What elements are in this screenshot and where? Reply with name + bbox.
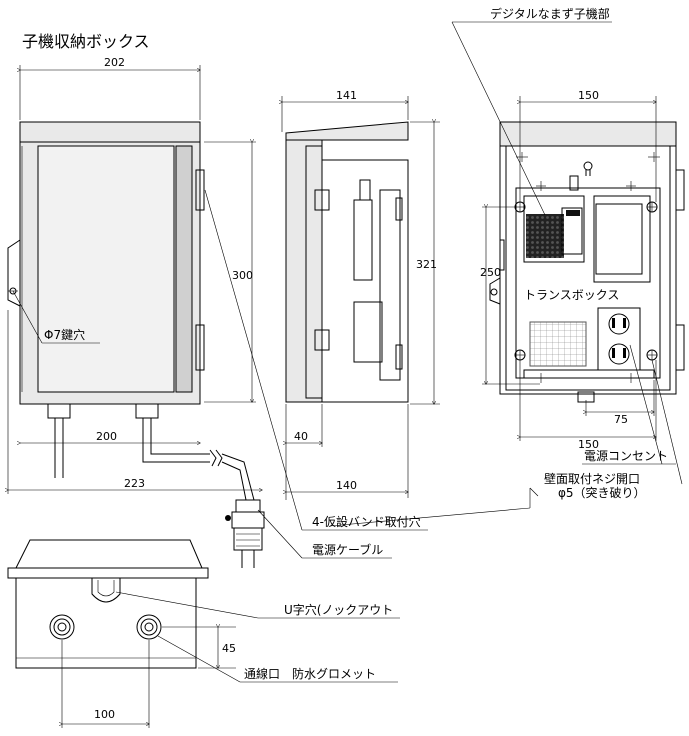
label-digital-namazu: デジタルなまず子機部 <box>490 6 610 21</box>
dim-outlet-width: 75 <box>614 413 628 426</box>
dim-side-height: 321 <box>416 258 437 271</box>
dim-rear-bottom: 150 <box>578 438 599 451</box>
bottom-view: 100 45 U字穴(ノックアウト 通線口 防水グロメット <box>7 539 400 728</box>
label-band-holes: 4-仮設バンド取付穴 <box>312 514 421 529</box>
dim-front-inner: 200 <box>96 430 117 443</box>
label-outlet: 電源コンセント <box>584 449 668 463</box>
dim-side-bottom: 40 <box>294 430 308 443</box>
label-trans-box: トランスボックス <box>524 288 619 302</box>
rear-view: 150 250 150 75 デジタルなまず子機部 トランスボックス 電源コンセ… <box>329 6 685 527</box>
front-view: 202 300 200 223 Φ7鍵穴 <box>8 56 265 568</box>
label-u-hole: U字穴(ノックアウト <box>284 602 393 617</box>
side-view: 141 321 40 140 <box>282 89 440 500</box>
dim-front-height: 300 <box>232 269 253 282</box>
label-wall-mount-sub: φ5（突き破り） <box>558 485 646 500</box>
dim-side-top: 141 <box>336 89 357 102</box>
dim-front-total: 223 <box>124 477 145 490</box>
label-power-cable: 電源ケーブル <box>312 542 383 557</box>
dim-side-total: 140 <box>336 479 357 492</box>
dim-rear-top: 150 <box>578 89 599 102</box>
dim-front-width: 202 <box>104 56 125 69</box>
dim-bottom-pitch: 100 <box>94 708 115 721</box>
label-key-hole: Φ7鍵穴 <box>44 327 85 342</box>
dim-rear-height: 250 <box>480 266 501 279</box>
label-wall-mount: 壁面取付ネジ開口 <box>544 471 640 486</box>
dim-bottom-height: 45 <box>222 642 236 655</box>
label-grommet: 通線口 防水グロメット <box>244 666 376 681</box>
drawing-title: 子機収納ボックス <box>22 32 150 51</box>
